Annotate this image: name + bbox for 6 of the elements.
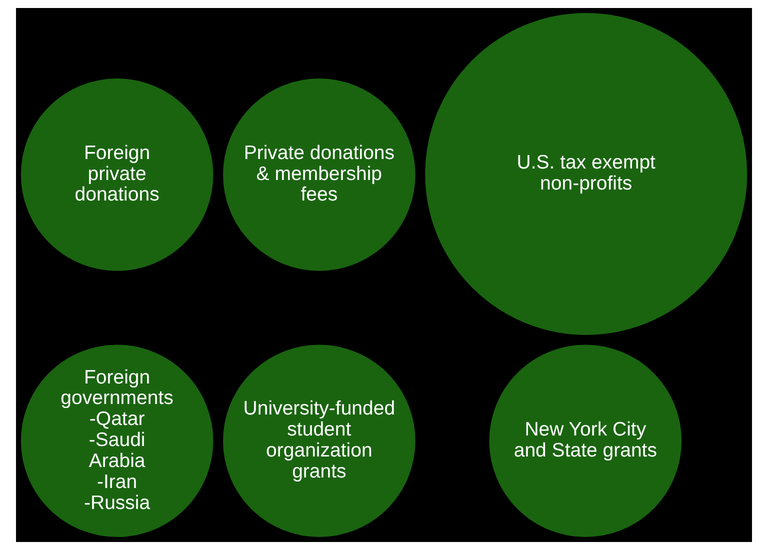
node-circle: U.S. tax exempt non-profits	[424, 12, 747, 335]
node-circle: Foreign governments -Qatar -Saudi Arabia -Iran -Russia	[20, 344, 213, 538]
node-circle: New York City and State grants	[488, 344, 682, 538]
node-circle: University-funded student organization grants	[222, 344, 415, 538]
node-circle: Private donations & membership fees	[222, 78, 415, 271]
node-circle: Foreign private donations	[20, 78, 213, 271]
